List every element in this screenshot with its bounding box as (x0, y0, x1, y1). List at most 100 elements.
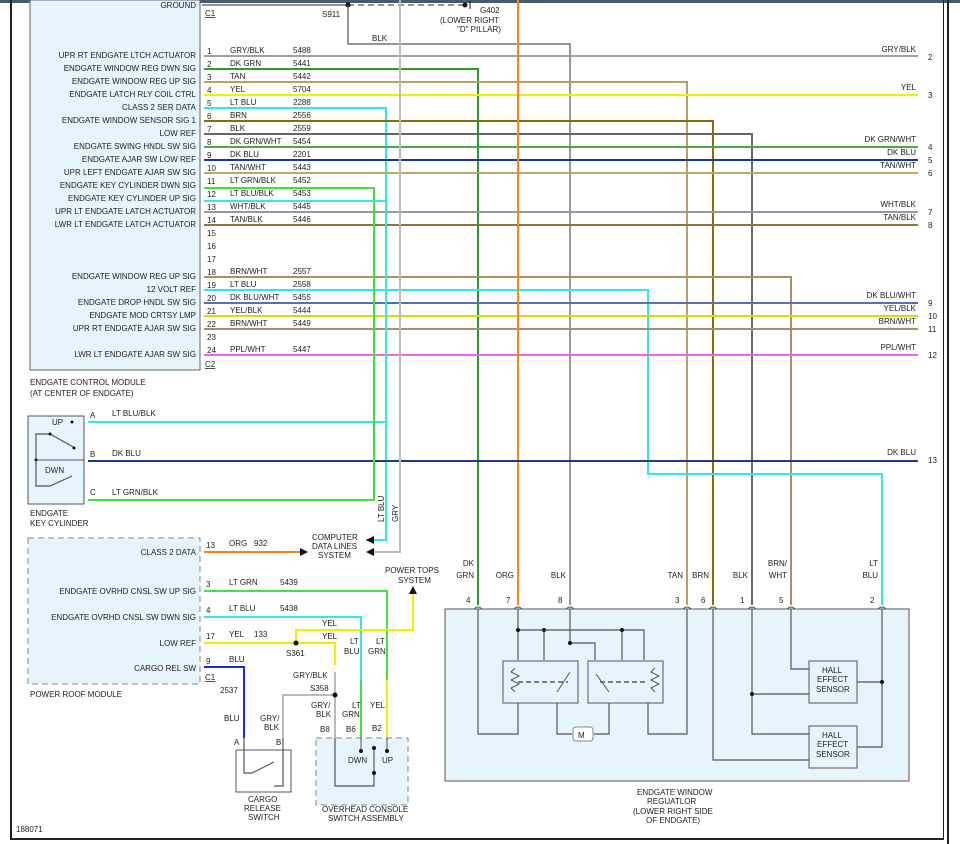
ecm-circuit-number: 5453 (293, 189, 311, 198)
ecm-circuit-number: 5444 (293, 306, 311, 315)
regulator-pin-number: 5 (779, 596, 784, 605)
regulator-pin-number: 6 (701, 596, 706, 605)
ecm-pin-number: 21 (207, 307, 216, 316)
regulator-wire-label-2: GRN (456, 571, 474, 580)
grybk-label: GRY/BLK (293, 671, 328, 680)
reg-dot (568, 641, 572, 645)
regulator-pin-number: 3 (675, 596, 680, 605)
ecm-pin-number: 16 (207, 242, 216, 251)
hall2-l2: EFFECT (817, 740, 848, 749)
ecm-pin-label: ENDGATE KEY CYLINDER UP SIG (68, 194, 196, 203)
ecm-pin-label: ENDGATE WINDOW SENSOR SIG 1 (62, 116, 197, 125)
ecm-ground-label: GROUND (160, 1, 196, 10)
ecm-pin-label: ENDGATE WINDOW REG UP SIG (72, 272, 196, 281)
connector-icon (786, 606, 796, 610)
ecm-pin-label: ENDGATE WINDOW REG UP SIG (72, 77, 196, 86)
prm-circuit: 5438 (280, 604, 298, 613)
ecm-pin-number: 7 (207, 125, 212, 134)
splice-s358-dot (332, 692, 338, 698)
right-wire-label: PPL/WHT (880, 343, 916, 352)
cargo-wire-b-label-2: BLK (264, 723, 280, 732)
cargo-title-2: RELEASE (244, 804, 281, 813)
reg-internal (647, 609, 688, 735)
connector-icon (473, 606, 483, 610)
ecm-wire-12 (204, 200, 387, 422)
relay-1-switch (556, 671, 571, 693)
splice-s358-label: S358 (310, 684, 329, 693)
ecm-wires (204, 55, 918, 605)
ecm-circuit-number: 5455 (293, 293, 311, 302)
ecm-pin-label: 12 VOLT REF (147, 285, 197, 294)
connector-icon (708, 606, 718, 610)
right-wire-number: 10 (928, 312, 937, 321)
yel-label-3: YEL (370, 701, 386, 710)
window-top-bar (0, 0, 960, 3)
cargo-pin-b: B (276, 738, 281, 747)
cargo-title-3: SWITCH (248, 813, 280, 822)
connector-icon (513, 606, 523, 610)
hall-sensor-1 (808, 660, 858, 704)
ltgrn-label-grn2: GRN (342, 710, 360, 719)
regulator-pin-number: 2 (870, 596, 875, 605)
regulator-wire-label-2: BLK (733, 571, 749, 580)
reg-internal (751, 694, 809, 735)
right-wire-label: DK BLU (887, 148, 916, 157)
diagram-frame (10, 0, 944, 840)
blk-label: BLK (316, 710, 332, 719)
right-wire-label: TAN/WHT (880, 161, 916, 170)
regulator-wire-label-1: DK (463, 559, 475, 568)
ecm-circuit-number: 2556 (293, 111, 311, 120)
ecm-wire-color: DK BLU (230, 150, 259, 159)
endgate-control-module-box (29, 0, 201, 371)
reg-dot (542, 628, 546, 632)
prm-circuit: 133 (254, 630, 268, 639)
overhead-console-box (315, 737, 409, 806)
ecm-pin-number: 5 (207, 99, 212, 108)
key-cylinder-title-2: KEY CYLINDER (30, 519, 89, 528)
ecm-pin-label: ENDGATE SWING HNDL SW SIG (74, 142, 196, 151)
ecm-connector-c1: C1 (205, 9, 216, 18)
cargo-wire-b-label-1: GRY/ (260, 714, 280, 723)
ecm-wire-color: YEL/BLK (230, 306, 263, 315)
connector-icon (877, 606, 887, 610)
ecm-title: ENDGATE CONTROL MODULE (30, 378, 146, 387)
scrollbar-edge[interactable] (947, 0, 949, 844)
prm-pin-label: CLASS 2 DATA (141, 548, 197, 557)
prm-title: POWER ROOF MODULE (30, 690, 122, 699)
right-wire-label: YEL/BLK (884, 304, 917, 313)
regulator-wire-label-2: WHT (769, 571, 787, 580)
connector-icon (682, 606, 692, 610)
reg-dot (620, 628, 624, 632)
ltgrn-label-lt: LT (376, 637, 385, 646)
cdl-line1: COMPUTER (312, 533, 358, 542)
regulator-pin-number: 4 (466, 596, 471, 605)
splice-s361-label: S361 (286, 649, 305, 658)
key-switch-dot (48, 432, 52, 436)
ecm-pin-number: 4 (207, 86, 212, 95)
power-tops-arrow-icon (409, 586, 417, 594)
key-wire-c-label: LT GRN/BLK (112, 488, 159, 497)
ecm-subtitle: (AT CENTER OF ENDGATE) (30, 389, 134, 398)
ecm-pin-number: 1 (207, 47, 212, 56)
ground-blk-wire (347, 5, 571, 605)
regulator-wire-label-2: BRN (692, 571, 709, 580)
power-tops-line1: POWER TOPS (385, 566, 439, 575)
right-wire-label: BRN/WHT (879, 317, 916, 326)
ecm-pin-number: 11 (207, 177, 216, 186)
ecm-wire-color: LT GRN/BLK (230, 176, 277, 185)
hall2-l1: HALL (822, 731, 843, 740)
ecm-wire-color: BRN/WHT (230, 267, 267, 276)
gry-label: GRY/ (311, 701, 331, 710)
key-pin-b: B (90, 450, 95, 459)
hall1-l1: HALL (822, 666, 843, 675)
reg-dot (750, 692, 754, 696)
ecm-pin-number: 6 (207, 112, 212, 121)
ecm-pin-label: UPR RT ENDGATE LTCH ACTUATOR (59, 51, 197, 60)
ecm-wire-color: PPL/WHT (230, 345, 266, 354)
reg-internal (594, 703, 610, 735)
console-dwn-label: DWN (348, 756, 367, 765)
ecm-pin-label: UPR RT ENDGATE AJAR SW SIG (73, 324, 196, 333)
key-switch-dwn-icon (35, 460, 73, 487)
ecm-pin-label: ENDGATE DROP HNDL SW SIG (78, 298, 196, 307)
